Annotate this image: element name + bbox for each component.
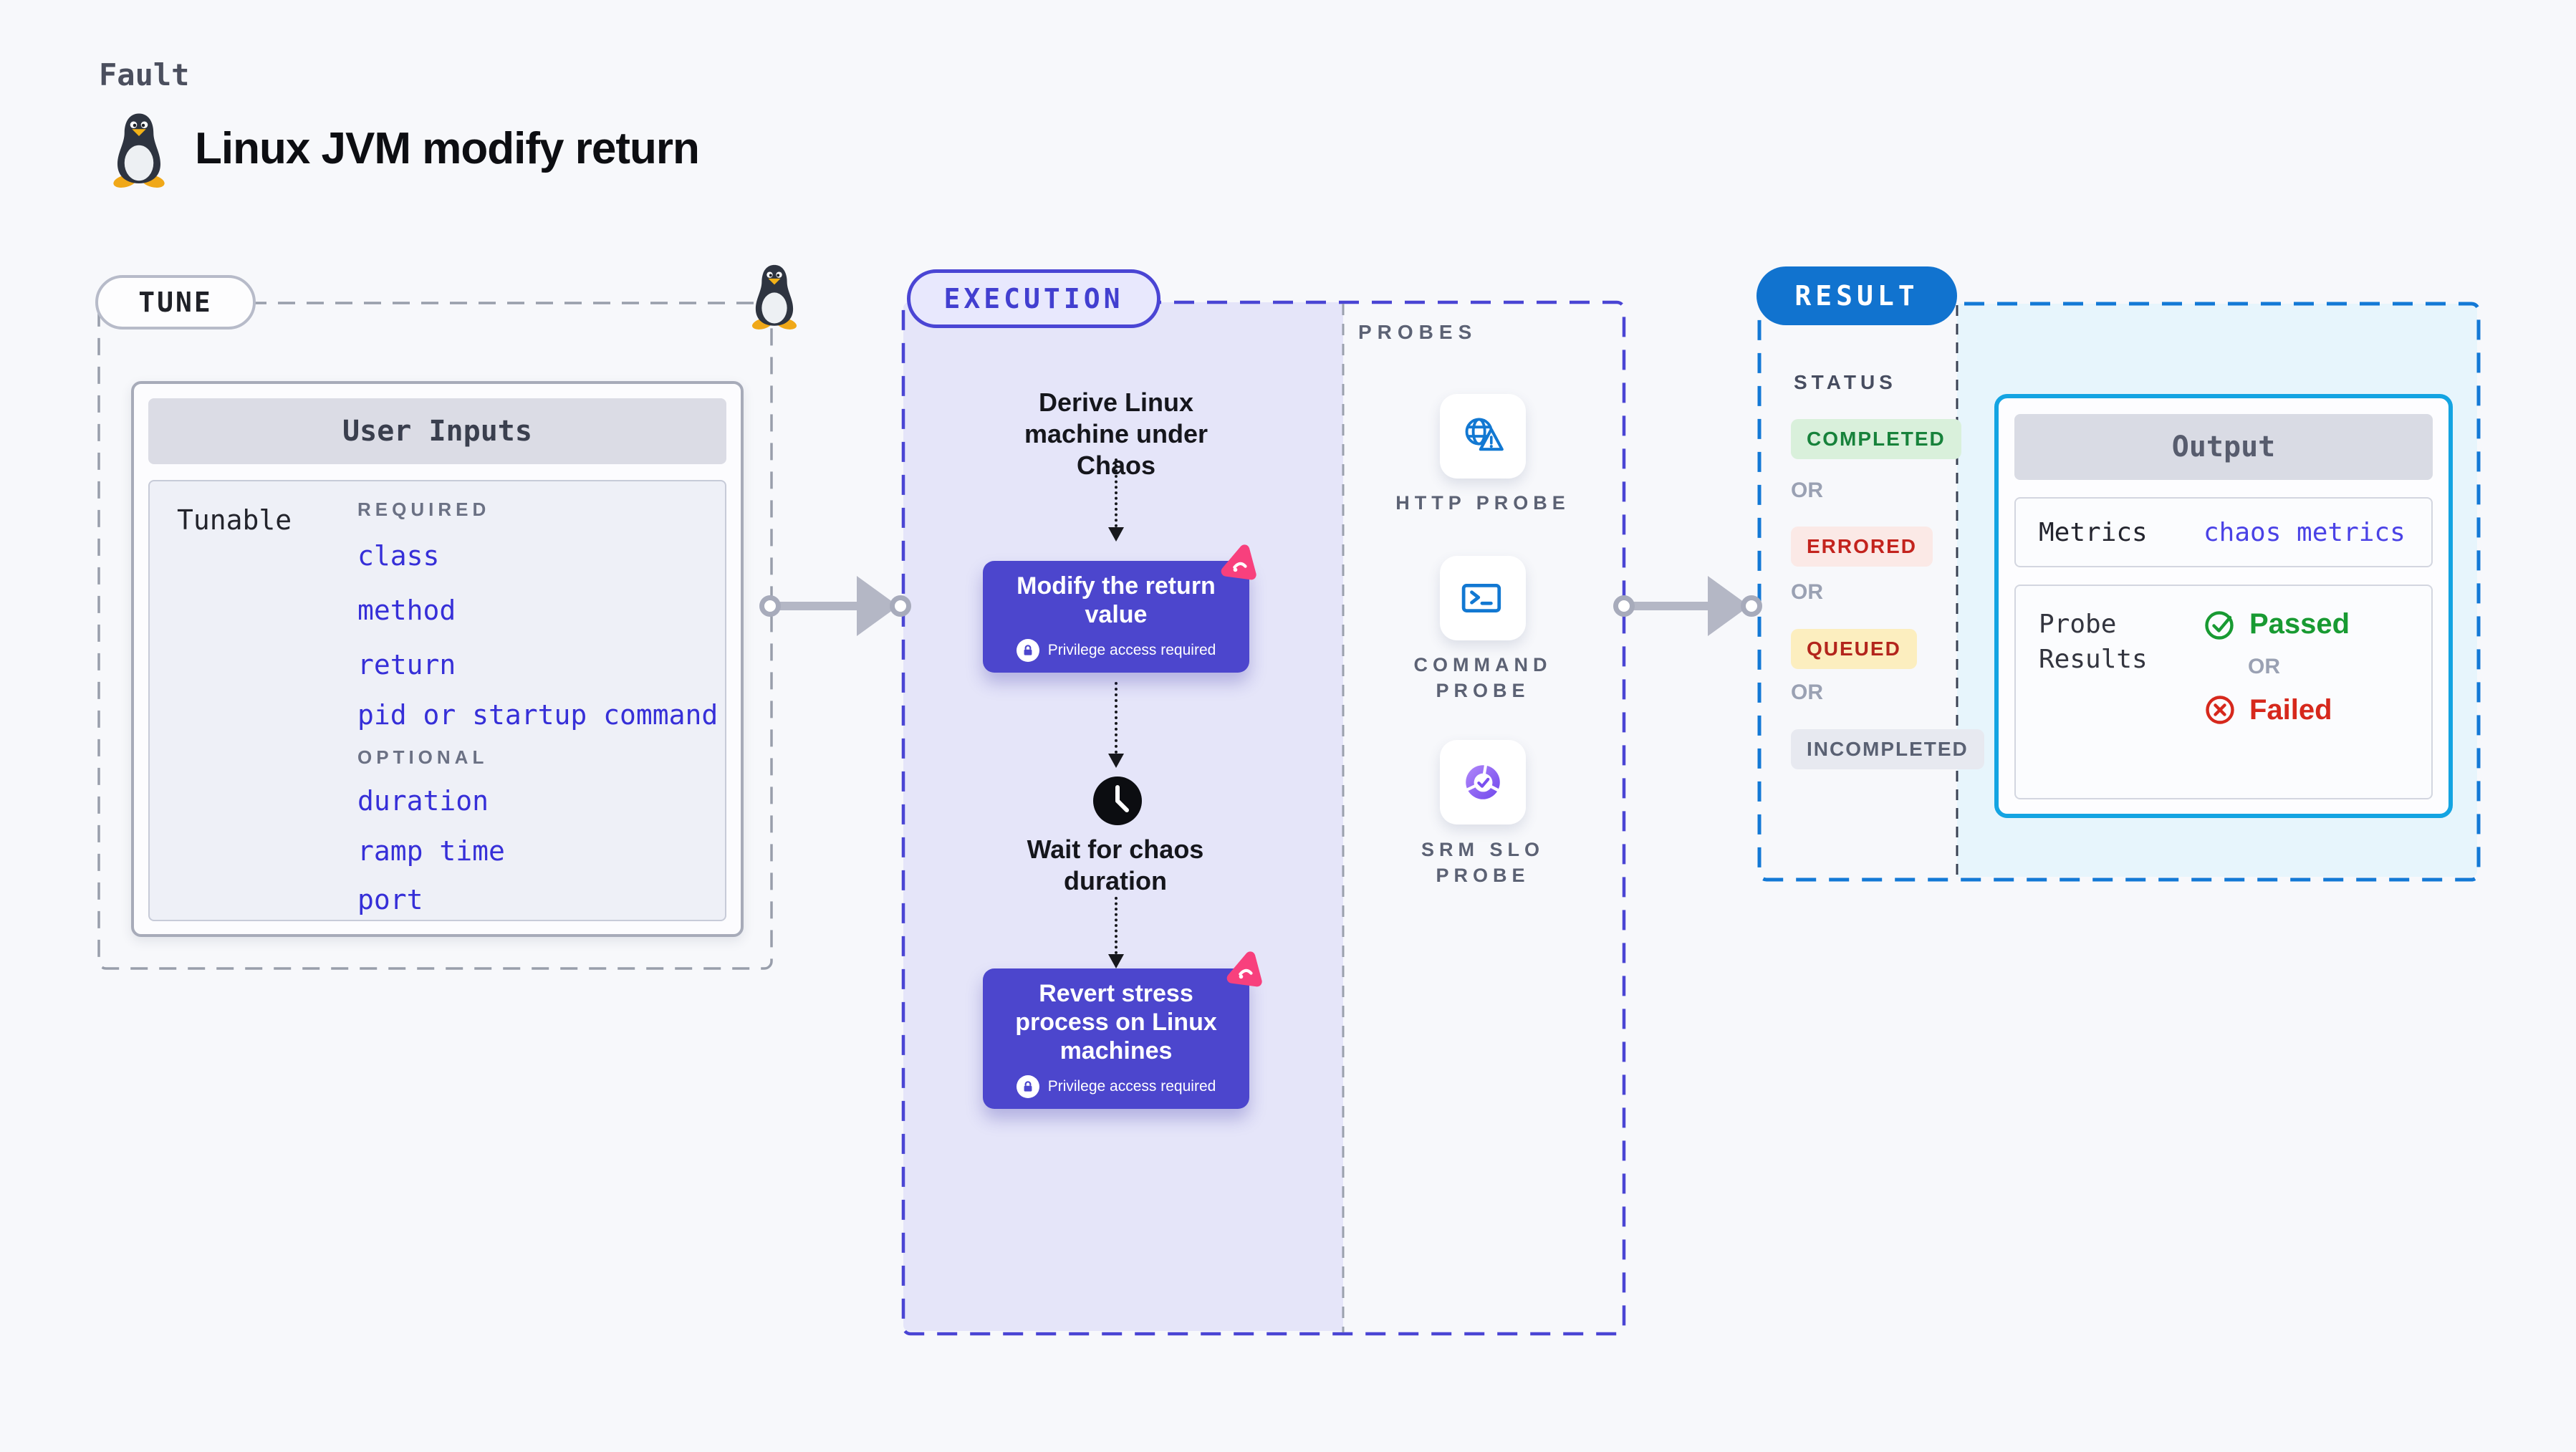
execution-section-pill: EXECUTION — [907, 269, 1160, 328]
chaos-metrics-link[interactable]: chaos metrics — [2203, 517, 2406, 547]
or-separator: OR — [2248, 655, 2280, 678]
optional-label: OPTIONAL — [357, 746, 489, 768]
arrow-tune-to-execution — [774, 602, 861, 610]
terminal-icon — [1461, 584, 1501, 612]
passed-item: Passed — [2203, 607, 2350, 640]
param-link-pid-or-startup-command[interactable]: pid or startup command — [357, 699, 719, 731]
status-badge-completed: COMPLETED — [1791, 419, 1961, 459]
srm-slo-probe-card[interactable] — [1440, 740, 1526, 824]
check-circle-icon — [2205, 611, 2234, 640]
srm-slo-probe-label: SRM SLO PROBE — [1421, 839, 1544, 887]
result-section-pill: RESULT — [1756, 266, 1957, 325]
modify-return-node: Modify the return value Privilege access… — [983, 561, 1249, 673]
probes-zone-label: PROBES — [1358, 321, 1478, 343]
globe-alert-icon — [1465, 418, 1504, 451]
slo-gauge-icon — [1466, 764, 1500, 799]
user-inputs-card: User Inputs Tunable REQUIRED class metho… — [131, 381, 744, 937]
param-link-method[interactable]: method — [357, 595, 456, 626]
param-link-class[interactable]: class — [357, 540, 440, 572]
revert-stress-node: Revert stress process on Linux machines … — [983, 968, 1249, 1109]
status-column-label: STATUS — [1794, 371, 1897, 393]
status-badge-errored: ERRORED — [1791, 527, 1933, 567]
failed-item: Failed — [2203, 693, 2350, 726]
param-link-port[interactable]: port — [357, 884, 423, 915]
chaos-experiment-icon — [1224, 950, 1264, 990]
connector-dot — [759, 595, 781, 617]
probe-results-label: Probe Results — [2039, 610, 2148, 674]
metrics-label: Metrics — [2039, 517, 2148, 547]
or-separator: OR — [1791, 479, 1823, 502]
flow-arrowhead-icon — [1108, 527, 1124, 542]
x-circle-icon — [2206, 696, 2234, 724]
derive-node-text: Derive Linux machine under Chaos — [1024, 388, 1208, 480]
http-probe-label: HTTP PROBE — [1395, 492, 1570, 514]
revert-stress-title: Revert stress process on Linux machines — [1015, 979, 1217, 1065]
status-badge-incompleted: INCOMPLETED — [1791, 729, 1984, 769]
tune-dashed-box — [97, 302, 773, 970]
flow-arrowhead-icon — [1108, 954, 1124, 968]
linux-tux-corner-icon — [746, 262, 803, 330]
privilege-label: Privilege access required — [1047, 1078, 1216, 1095]
result-dashed-box — [1757, 302, 2481, 882]
clock-icon — [1092, 775, 1143, 827]
lock-icon — [1016, 1075, 1039, 1099]
tune-section-pill: TUNE — [95, 275, 256, 330]
execution-dashed-box — [901, 300, 1626, 1336]
fault-kicker: Fault — [99, 57, 190, 92]
flow-connector — [1115, 458, 1118, 527]
passed-label: Passed — [2249, 607, 2350, 640]
metrics-row: Metrics chaos metrics — [2014, 497, 2433, 567]
chaos-experiment-icon — [1218, 543, 1258, 583]
flow-connector — [1115, 682, 1118, 754]
modify-return-title: Modify the return value — [1017, 572, 1216, 628]
command-probe-label: COMMAND PROBE — [1413, 654, 1552, 702]
flow-connector — [1115, 897, 1118, 954]
tunable-label: Tunable — [177, 504, 292, 536]
output-title: Output — [2014, 414, 2433, 480]
privilege-row: Privilege access required — [1016, 639, 1216, 663]
wait-node-text: Wait for chaos duration — [1027, 835, 1204, 895]
privilege-label: Privilege access required — [1047, 642, 1216, 659]
connector-dot — [1741, 595, 1762, 617]
user-inputs-title: User Inputs — [148, 398, 726, 464]
connector-dot — [890, 595, 911, 617]
param-link-ramp-time[interactable]: ramp time — [357, 835, 505, 867]
status-badge-queued: QUEUED — [1791, 629, 1917, 669]
probe-results-row: Probe Results Passed OR Faile — [2014, 585, 2433, 799]
failed-label: Failed — [2249, 693, 2332, 726]
param-link-duration[interactable]: duration — [357, 785, 489, 817]
linux-tux-icon — [106, 110, 172, 188]
http-probe-card[interactable] — [1440, 394, 1526, 479]
connector-dot — [1613, 595, 1635, 617]
command-probe-card[interactable] — [1440, 556, 1526, 640]
user-inputs-list: Tunable REQUIRED class method return pid… — [148, 480, 726, 921]
param-link-return[interactable]: return — [357, 649, 456, 681]
lock-icon — [1016, 639, 1039, 663]
required-label: REQUIRED — [357, 499, 491, 520]
page-title: Linux JVM modify return — [195, 124, 700, 173]
output-card: Output Metrics chaos metrics Probe Resul… — [1994, 394, 2453, 818]
privilege-row: Privilege access required — [1016, 1075, 1216, 1099]
or-separator: OR — [1791, 580, 1823, 604]
arrow-probes-to-result — [1628, 602, 1712, 610]
flow-arrowhead-icon — [1108, 754, 1124, 768]
or-separator: OR — [1791, 681, 1823, 704]
